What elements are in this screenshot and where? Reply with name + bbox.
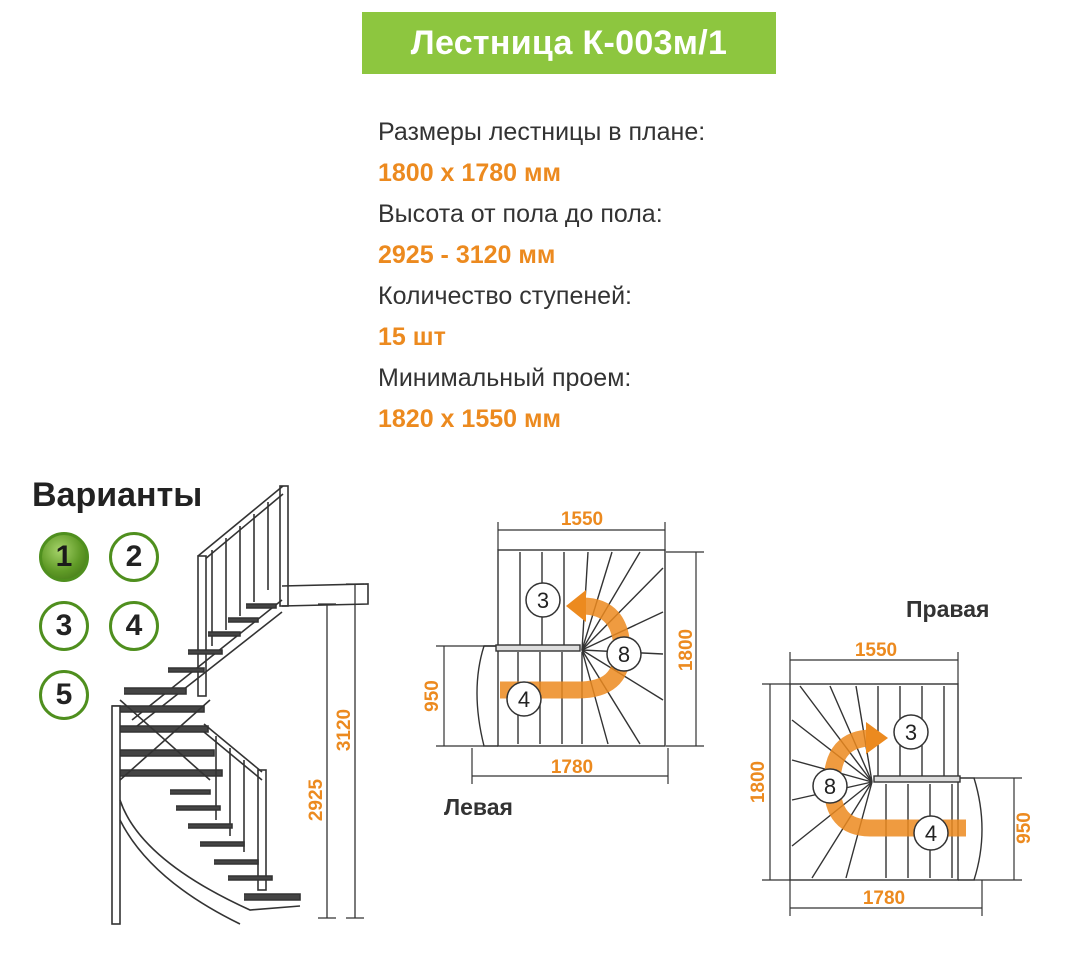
side-view-drawing (111, 485, 369, 925)
right-plan-dimension-lines (762, 652, 1022, 916)
right-plan-step-3: 3 (905, 720, 917, 745)
variant-4-button[interactable]: 4 (109, 601, 159, 651)
right-plan-dim-top: 1550 (855, 640, 897, 661)
right-plan-dim-left: 1800 (748, 761, 769, 803)
right-plan-step-4: 4 (925, 821, 937, 846)
spec-opening-value: 1820 х 1550 мм (378, 405, 561, 433)
variant-5-button[interactable]: 5 (39, 670, 89, 720)
page-title: Лестница К-003м/1 (362, 12, 776, 74)
left-plan-dim-top: 1550 (561, 509, 603, 530)
height-min-label: 2925 (306, 778, 327, 821)
variant-2-button[interactable]: 2 (109, 532, 159, 582)
spec-list: Размеры лестницы в плане: 1800 х 1780 мм… (378, 112, 898, 440)
left-plan-step-4: 4 (518, 687, 530, 712)
variant-3-button[interactable]: 3 (39, 601, 89, 651)
left-plan-step-3: 3 (537, 588, 549, 613)
side-view-dimensions (318, 583, 364, 919)
spec-dimensions-label: Размеры лестницы в плане: (378, 118, 706, 146)
left-plan-dim-bottom: 1780 (551, 757, 593, 778)
left-plan-dim-left: 950 (422, 680, 443, 712)
spec-opening-label: Минимальный проем: (378, 364, 632, 392)
right-plan-step-markers (812, 714, 949, 851)
right-plan-dim-right: 950 (1014, 812, 1035, 844)
right-plan-dim-bottom: 1780 (863, 888, 905, 909)
left-plan-step-markers (506, 582, 642, 717)
left-plan-dim-right: 1800 (676, 629, 697, 671)
left-plan-drawing (476, 549, 666, 747)
spec-dimensions-value: 1800 х 1780 мм (378, 159, 561, 187)
height-max-label: 3120 (334, 709, 355, 751)
left-plan-label: Левая (444, 794, 513, 820)
right-plan-arrow-head (866, 722, 888, 754)
right-plan-step-8: 8 (824, 774, 836, 799)
variant-1-button[interactable]: 1 (39, 532, 89, 582)
spec-height-value: 2925 - 3120 мм (378, 241, 556, 269)
left-plan-arrow-head (566, 590, 586, 622)
spec-steps-value: 15 шт (378, 323, 446, 351)
left-plan-step-8: 8 (618, 642, 630, 667)
spec-steps-label: Количество ступеней: (378, 282, 632, 310)
variants-title: Варианты (32, 476, 203, 514)
right-plan-label: Правая (906, 596, 989, 622)
spec-height-label: Высота от пола до пола: (378, 200, 663, 228)
left-plan-dimension-lines (436, 522, 704, 784)
